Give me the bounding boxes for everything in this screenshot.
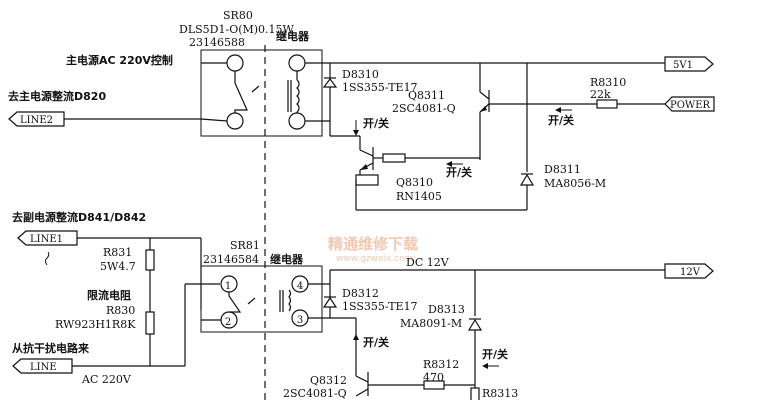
sr80-model: SR80 <box>223 9 253 22</box>
d8311-diode <box>519 173 535 186</box>
sr80-relay-label: 继电器 <box>276 29 310 43</box>
line2-port-label: LINE2 <box>20 115 53 126</box>
relay-sr80-pin-br <box>288 112 306 130</box>
d8312-name: D8312 <box>342 287 379 300</box>
relay-sr81-switch <box>228 292 242 313</box>
to-sub-rectifier-label: 去副电源整流D841/D842 <box>12 210 146 224</box>
line-port-label: LINE <box>30 362 57 373</box>
main-ac-control-label: 主电源AC 220V控制 <box>66 53 173 67</box>
relay-sr80-outline <box>200 49 323 137</box>
r8313-resistor <box>470 387 480 400</box>
r831-resistor <box>145 249 155 271</box>
r831-value: 5W4.7 <box>100 260 136 273</box>
q8312-name: Q8312 <box>310 374 347 387</box>
d8312-diode <box>322 296 338 308</box>
q8310-base-resistor <box>382 153 406 163</box>
relay-sr80-pin-tl <box>226 54 244 72</box>
sr81-model: SR81 <box>230 239 260 252</box>
d8310-diode <box>322 78 338 88</box>
on-off-label-3: 开/关 <box>446 165 472 179</box>
d8310-part: 1SS355-TE17 <box>342 81 418 94</box>
r8310-value: 22k <box>590 88 611 101</box>
sr81-pin-2-label: 2 <box>225 317 231 328</box>
relay-sr81-coil <box>288 289 291 312</box>
relay-sr80-lever <box>251 85 260 93</box>
relay-sr81-outline <box>200 265 323 333</box>
q8311-part: 2SC4081-Q <box>392 102 456 115</box>
q8312-part: 2SC4081-Q <box>283 387 347 400</box>
12v-port-label: 12V <box>680 267 701 278</box>
on-off-label-5: 开/关 <box>482 347 508 361</box>
q8311-name: Q8311 <box>408 89 445 102</box>
d8312-part: 1SS355-TE17 <box>342 300 418 313</box>
dc-12v-label: DC 12V <box>406 256 450 269</box>
line1-port-label: LINE1 <box>30 234 63 245</box>
ac-220v-label: AC 220V <box>81 373 132 386</box>
to-main-rectifier-label: 去主电源整流D820 <box>8 89 106 103</box>
sr81-pin-1-label: 1 <box>225 281 231 292</box>
r8310-resistor <box>596 99 618 109</box>
d8313-part: MA8091-M <box>400 317 462 330</box>
limit-resistor-label: 限流电阻 <box>87 288 131 302</box>
sr81-code: 23146584 <box>203 253 259 266</box>
d8310-name: D8310 <box>342 68 379 81</box>
sr80-part: DLS5D1-O(M)0.15W <box>179 23 295 36</box>
relay-sr80-pin-tr <box>288 54 306 72</box>
r8312-value: 470 <box>423 371 444 384</box>
on-off-label-2: 开/关 <box>363 116 389 130</box>
power-port <box>664 96 715 112</box>
relay-sr80-coil <box>296 79 300 113</box>
r830-resistor <box>145 311 155 335</box>
r830-part: RW923H1R8K <box>55 318 136 331</box>
r831-name: R831 <box>103 246 132 259</box>
5v1-port-label: 5V1 <box>673 60 693 71</box>
break-mark <box>45 251 50 266</box>
on-off-label-1: 开/关 <box>548 113 574 127</box>
5v1-port <box>664 56 714 72</box>
sr81-pin-3-label: 3 <box>297 315 303 326</box>
power-port-label: POWER <box>670 100 711 111</box>
q8310-internal-resistor <box>355 174 379 186</box>
12v-port <box>664 263 714 279</box>
d8311-name: D8311 <box>544 163 581 176</box>
sr80-code: 23146588 <box>189 36 245 49</box>
r8310-name: R8310 <box>590 76 626 89</box>
sr81-relay-label: 继电器 <box>270 252 304 266</box>
relay-sr80-pin-bl <box>226 112 244 130</box>
from-filter-label: 从抗干扰电路来 <box>12 341 90 355</box>
d8311-part: MA8056-M <box>544 177 606 190</box>
r8312-name: R8312 <box>423 358 459 371</box>
watermark-text: 精通维修下载 <box>328 235 418 253</box>
on-off-label-4: 开/关 <box>363 335 389 349</box>
relay-sr81 <box>200 265 323 333</box>
relay-sr81-lever <box>247 297 256 305</box>
q8310-part: RN1405 <box>396 190 442 203</box>
r8313-name: R8313 <box>482 387 518 400</box>
watermark-url: www.gzweix.com <box>336 254 413 264</box>
relay-sr80-switch <box>234 71 248 113</box>
d8313-name: D8313 <box>428 303 465 316</box>
d8313-diode <box>467 318 483 331</box>
sr81-pin-4-label: 4 <box>297 281 303 292</box>
r830-name: R830 <box>106 304 135 317</box>
q8310-name: Q8310 <box>396 176 433 189</box>
